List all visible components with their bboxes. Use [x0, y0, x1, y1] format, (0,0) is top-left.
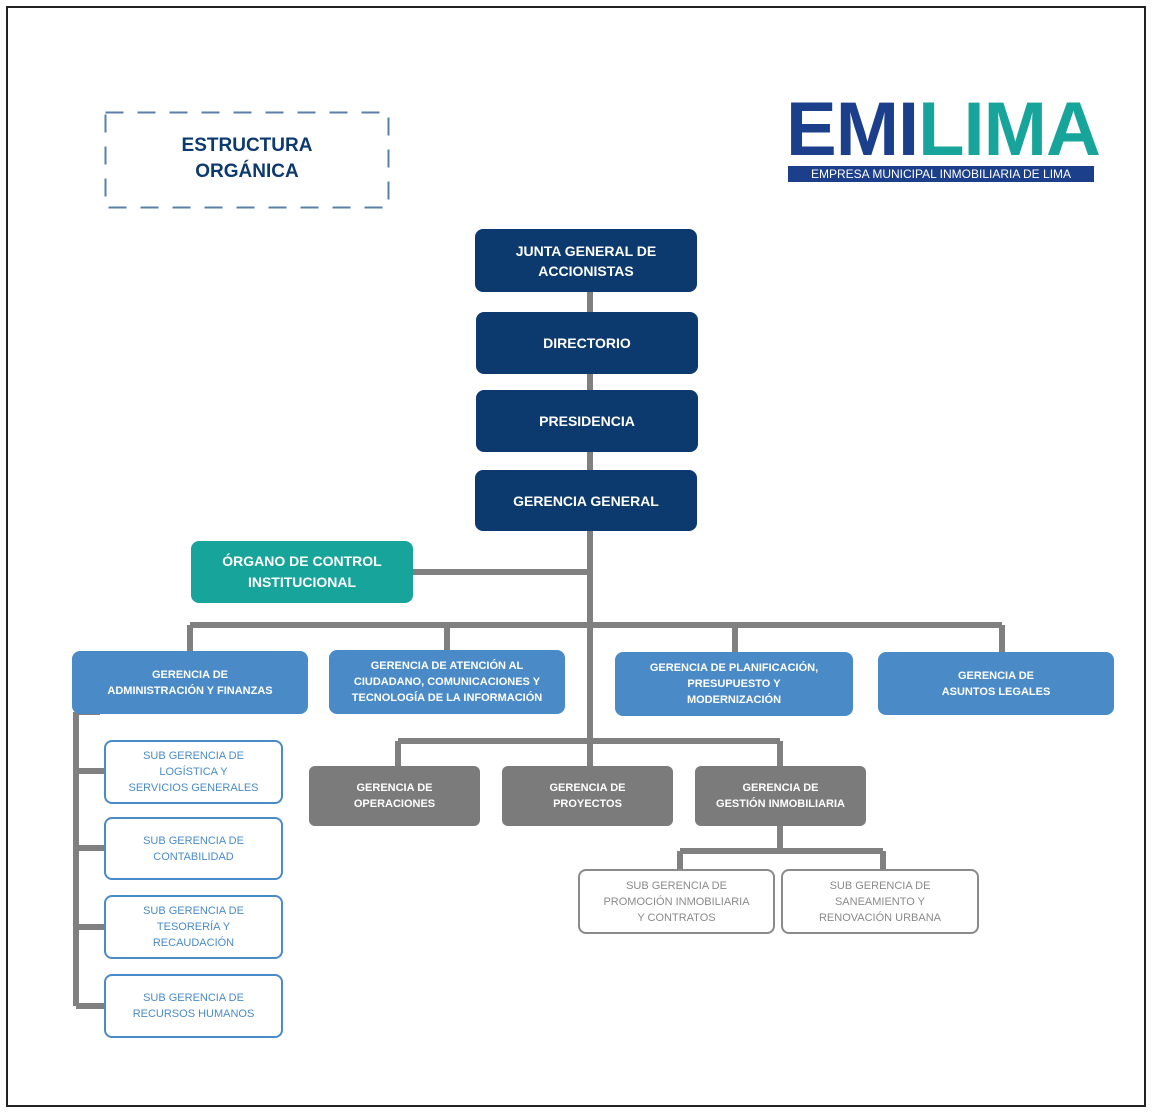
node-gerencia-proyectos: GERENCIA DE PROYECTOS: [502, 766, 673, 826]
node-sub-rrhh: SUB GERENCIA DE RECURSOS HUMANOS: [104, 974, 283, 1038]
emilima-logo: EMILIMA EMPRESA MUNICIPAL INMOBILIARIA D…: [786, 92, 1101, 184]
node-gerencia-legales: GERENCIA DE ASUNTOS LEGALES: [878, 652, 1114, 715]
node-gerencia-administracion: GERENCIA DE ADMINISTRACIÓN Y FINANZAS: [72, 651, 308, 714]
node-organo-control: ÓRGANO DE CONTROL INSTITUCIONAL: [191, 541, 413, 603]
node-gerencia-general: GERENCIA GENERAL: [475, 470, 697, 531]
node-sub-contabilidad: SUB GERENCIA DE CONTABILIDAD: [104, 817, 283, 880]
node-gerencia-gestion: GERENCIA DE GESTIÓN INMOBILIARIA: [695, 766, 866, 826]
node-gerencia-planificacion: GERENCIA DE PLANIFICACIÓN, PRESUPUESTO Y…: [615, 652, 853, 716]
node-gerencia-operaciones: GERENCIA DE OPERACIONES: [309, 766, 480, 826]
node-directorio: DIRECTORIO: [476, 312, 698, 374]
page-title: ESTRUCTURA ORGÁNICA: [181, 135, 313, 182]
logo-wordmark: EMILIMA: [786, 92, 1101, 168]
node-presidencia: PRESIDENCIA: [476, 390, 698, 452]
logo-lima: LIMA: [918, 87, 1101, 172]
node-sub-saneamiento: SUB GERENCIA DE SANEAMIENTO Y RENOVACIÓN…: [781, 869, 979, 934]
node-sub-tesoreria: SUB GERENCIA DE TESORERÍA Y RECAUDACIÓN: [104, 895, 283, 959]
node-junta-general: JUNTA GENERAL DE ACCIONISTAS: [475, 229, 697, 292]
node-sub-logistica: SUB GERENCIA DE LOGÍSTICA Y SERVICIOS GE…: [104, 740, 283, 804]
page-frame: [6, 6, 1146, 1107]
page-title-box: ESTRUCTURA ORGÁNICA: [104, 111, 390, 209]
node-gerencia-atencion: GERENCIA DE ATENCIÓN AL CIUDADANO, COMUN…: [329, 650, 565, 714]
logo-subtitle: EMPRESA MUNICIPAL INMOBILIARIA DE LIMA: [788, 166, 1094, 182]
logo-emi: EMI: [786, 87, 919, 172]
node-sub-promocion: SUB GERENCIA DE PROMOCIÓN INMOBILIARIA Y…: [578, 869, 775, 934]
dashed-border: [104, 111, 390, 209]
